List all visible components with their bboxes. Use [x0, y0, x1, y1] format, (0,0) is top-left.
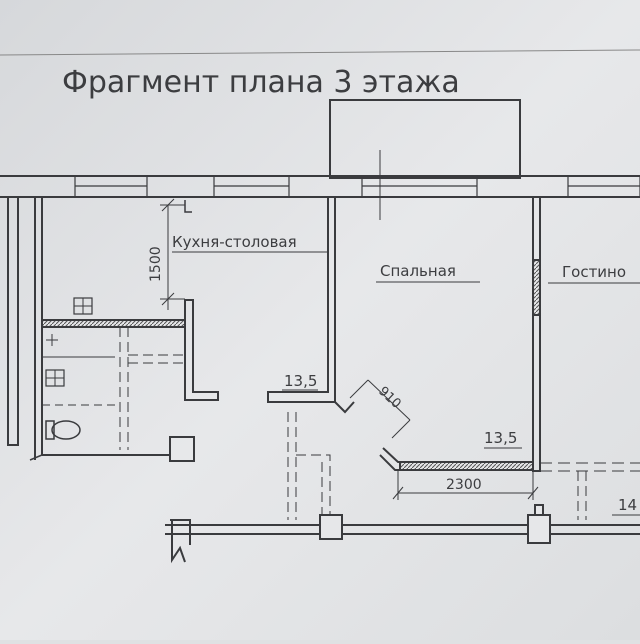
- kitchen-label: Кухня-столовая: [172, 233, 297, 251]
- bedroom-label: Спальная: [380, 262, 456, 280]
- windows: [74, 175, 640, 198]
- dimension-lines: [160, 198, 640, 516]
- toilet-icon: [51, 420, 81, 440]
- kitchen-depth-dimension: 1500: [148, 246, 164, 282]
- balcony: [329, 99, 521, 179]
- plan-title: Фрагмент плана 3 этажа: [62, 65, 460, 100]
- kitchen-area: 13,5: [284, 372, 317, 390]
- bedroom-area: 13,5: [484, 429, 517, 447]
- living-room-area: 14: [618, 496, 637, 514]
- living-room-label: Гостино: [562, 263, 626, 281]
- wall-length-dimension: 2300: [446, 477, 482, 493]
- walls: [0, 99, 640, 564]
